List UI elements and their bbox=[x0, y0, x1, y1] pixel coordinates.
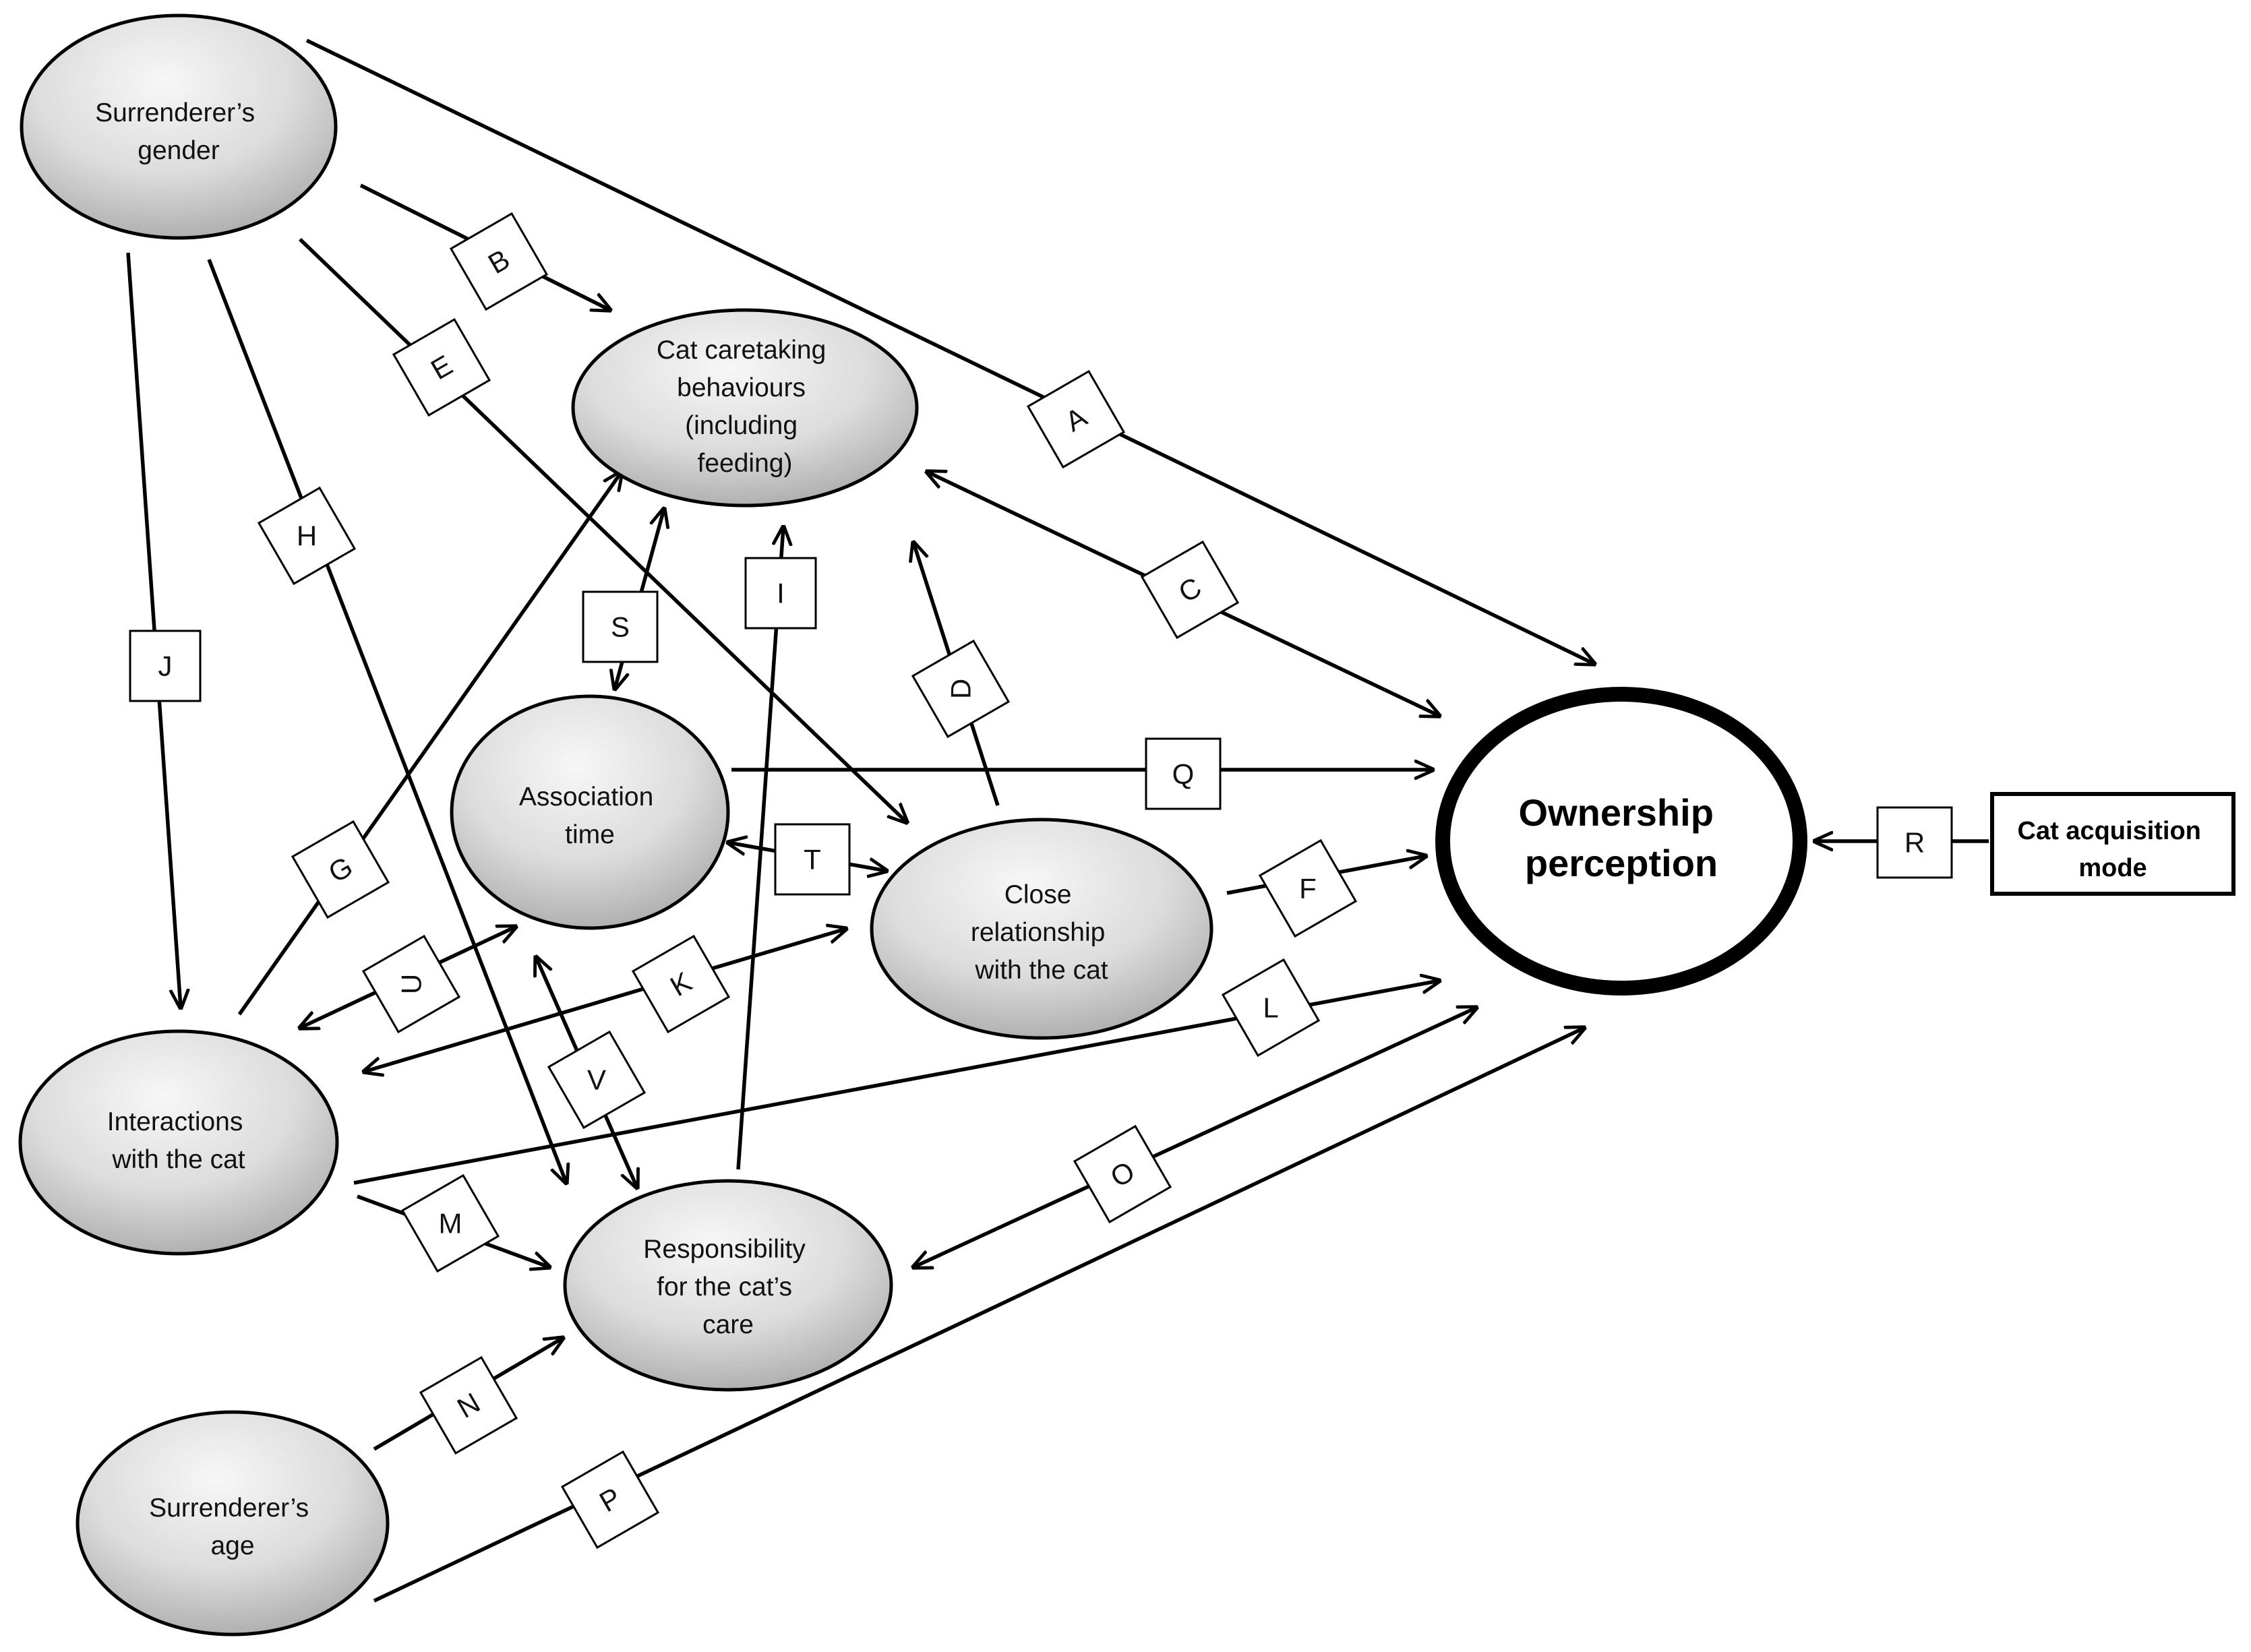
svg-text:Cat caretaking behaviour: Cat caretaking behaviours (including fee… bbox=[657, 336, 833, 478]
edge-r: R bbox=[1815, 806, 1989, 879]
edge-label-l: L bbox=[1263, 992, 1278, 1024]
node-responsibility-for-care: Responsibility for the cat’s care bbox=[563, 1179, 893, 1392]
edge-m: M bbox=[357, 1173, 549, 1273]
node-age-line-1: Surrenderer’s bbox=[149, 1494, 309, 1523]
svg-text:Cat acquisition mode: Cat acquisition mode bbox=[2018, 817, 2209, 882]
svg-text:Ownership perception: Ownership perception bbox=[1519, 791, 1724, 884]
node-ownership-perception: Ownership perception bbox=[1435, 687, 1807, 996]
edge-label-i: I bbox=[777, 578, 785, 609]
edge-v: V bbox=[536, 957, 647, 1188]
node-close-line-3: with the cat bbox=[974, 956, 1108, 985]
node-acquisition-line-2: mode bbox=[2078, 854, 2147, 882]
edge-b: B bbox=[359, 183, 610, 310]
edge-label-s: S bbox=[611, 611, 630, 643]
edge-label-v: V bbox=[587, 1064, 606, 1096]
node-ownership-line-1: Ownership bbox=[1519, 791, 1714, 834]
node-surrenderers-age: Surrenderer’s age bbox=[76, 1410, 390, 1636]
node-interactions-with-cat: Interactions with the cat bbox=[18, 1029, 339, 1256]
edge-c: C bbox=[927, 472, 1439, 716]
edge-label-d: D bbox=[945, 679, 977, 699]
node-close-line-2: relationship bbox=[971, 918, 1105, 947]
node-caretaking-line-3: (including bbox=[685, 411, 798, 440]
node-age-line-2: age bbox=[210, 1531, 254, 1560]
node-surrenderers-gender: Surrenderer’s gender bbox=[20, 13, 338, 240]
svg-text:Surrenderer’s age: Surrenderer’s age bbox=[149, 1494, 316, 1560]
node-cat-acquisition-mode: Cat acquisition mode bbox=[1990, 792, 2235, 896]
node-caretaking-line-2: behaviours bbox=[677, 373, 806, 402]
node-close-line-1: Close bbox=[1004, 880, 1072, 909]
edge-label-t: T bbox=[804, 844, 821, 876]
edge-label-r: R bbox=[1904, 827, 1925, 859]
node-interactions-line-2: with the cat bbox=[111, 1145, 245, 1174]
edge-u: U bbox=[300, 927, 516, 1034]
node-responsibility-line-1: Responsibility bbox=[643, 1235, 806, 1264]
edge-p: P bbox=[373, 1028, 1584, 1603]
edge-j: J bbox=[126, 252, 202, 1008]
edge-q: Q bbox=[731, 737, 1433, 810]
svg-text:Association time: Association time bbox=[519, 783, 661, 849]
edge-label-q: Q bbox=[1172, 758, 1195, 790]
node-responsibility-line-2: for the cat’s bbox=[657, 1273, 792, 1302]
svg-text:Interactions with the ca: Interactions with the cat bbox=[107, 1107, 250, 1174]
node-association-line-2: time bbox=[565, 820, 615, 849]
node-responsibility-line-3: care bbox=[702, 1310, 754, 1339]
node-association-time: Association time bbox=[450, 694, 730, 930]
edge-l: L bbox=[353, 958, 1439, 1185]
svg-text:Responsibility for the c: Responsibility for the cat’s care bbox=[643, 1235, 812, 1339]
node-caretaking-line-4: feeding) bbox=[698, 449, 793, 478]
node-caretaking-line-1: Cat caretaking bbox=[657, 336, 826, 365]
edge-label-h: H bbox=[297, 520, 317, 552]
node-acquisition-line-1: Cat acquisition bbox=[2018, 817, 2201, 845]
edge-t: T bbox=[728, 823, 887, 896]
node-ownership-line-2: perception bbox=[1525, 842, 1718, 884]
svg-text:Close relationship: Close relationship with the cat bbox=[971, 880, 1112, 985]
edge-label-j: J bbox=[158, 650, 173, 682]
edge-a: A bbox=[305, 38, 1594, 664]
node-gender-line-1: Surrenderer’s bbox=[95, 98, 255, 127]
node-cat-caretaking-behaviours: Cat caretaking behaviours (including fee… bbox=[571, 308, 919, 508]
node-association-line-1: Association bbox=[519, 783, 653, 812]
edge-n: N bbox=[373, 1338, 563, 1455]
edge-label-u: U bbox=[396, 974, 427, 994]
edge-label-m: M bbox=[439, 1208, 462, 1240]
edge-g: G bbox=[237, 472, 622, 1016]
edge-s: S bbox=[582, 509, 664, 689]
node-interactions-line-1: Interactions bbox=[107, 1107, 243, 1136]
edge-d: D bbox=[913, 543, 1011, 806]
edge-f: F bbox=[1226, 838, 1426, 938]
edge-label-f: F bbox=[1299, 873, 1317, 905]
node-close-relationship: Close relationship with the cat bbox=[870, 818, 1213, 1040]
node-gender-line-2: gender bbox=[138, 136, 219, 165]
edge-e: E bbox=[299, 238, 907, 822]
svg-text:Surrenderer’s gender: Surrenderer’s gender bbox=[95, 98, 262, 165]
edge-o: O bbox=[913, 1008, 1476, 1267]
